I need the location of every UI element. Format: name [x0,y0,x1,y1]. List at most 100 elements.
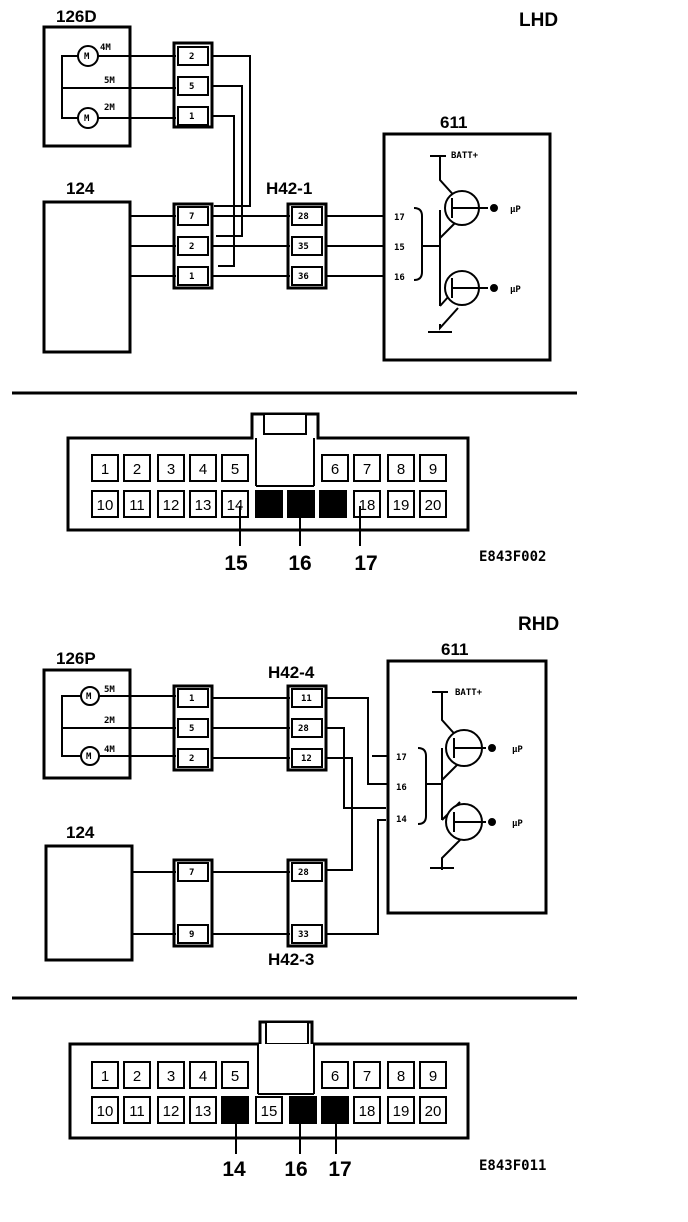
rhd-cell-2: 2 [123,1061,151,1089]
svg-text:13: 13 [195,497,212,514]
svg-text:7: 7 [363,1068,371,1085]
svg-text:33: 33 [298,930,309,940]
lhd-unit-611 [382,132,552,362]
rhd-cell-20: 20 [419,1096,447,1124]
svg-text:12: 12 [163,1103,180,1120]
svg-text:11: 11 [301,694,312,704]
svg-text:18: 18 [359,1103,376,1120]
svg-text:2: 2 [189,754,194,764]
lhd-cell-13: 13 [189,490,217,518]
rhd-cell-8: 8 [387,1061,415,1089]
rhd-transistor-1: µP [445,729,523,767]
svg-text:6: 6 [331,1068,339,1085]
rhd-cell-filled-4 [221,1096,249,1124]
svg-text:16: 16 [394,273,405,283]
svg-text:18: 18 [359,497,376,514]
svg-text:5: 5 [231,1068,239,1085]
lhd-transistor-1: µP [444,190,521,226]
rhd-cell-5: 5 [221,1061,249,1089]
svg-text:28: 28 [298,868,309,878]
svg-text:2: 2 [189,52,194,62]
svg-text:15: 15 [261,1103,278,1120]
lhd-cell-11: 11 [123,490,151,518]
lhd-cell-20: 20 [419,490,447,518]
svg-text:2: 2 [133,461,141,478]
svg-text:8: 8 [397,1068,405,1085]
svg-text:28: 28 [298,724,309,734]
rhd-transistor-2: µP [445,803,523,841]
lhd-cell-19: 19 [387,490,415,518]
lhd-ecu-124 [42,200,132,354]
lhd-h42-1-label: H42-1 [266,179,312,198]
rhd-cell-11: 11 [123,1096,151,1124]
rhd-cell-18: 18 [353,1096,381,1124]
rhd-module-wiring [61,695,176,757]
svg-text:13: 13 [195,1103,212,1120]
rhd-callouts: 14 16 17 [222,1122,352,1181]
rhd-h42-3 [286,858,328,948]
svg-text:3: 3 [167,1068,175,1085]
rhd-cell-19: 19 [387,1096,415,1124]
rhd-batt-label: BATT+ [455,688,483,698]
lhd-cell-18: 18 [353,490,381,518]
svg-text:17: 17 [396,753,407,763]
svg-text:5M: 5M [104,685,115,695]
svg-text:M: M [84,114,90,124]
lhd-cell-4: 4 [189,454,217,482]
svg-text:1: 1 [101,1068,109,1085]
rhd-figure-code: E843F011 [479,1158,546,1174]
svg-text:20: 20 [425,1103,442,1120]
rhd-cell-1: 1 [91,1061,119,1089]
lhd-unit-pins: 17 15 16 [394,213,405,283]
lhd-cell-5: 5 [221,454,249,482]
svg-text:4M: 4M [100,43,111,53]
svg-text:9: 9 [189,930,194,940]
lhd-callout-17: 17 [354,552,377,575]
rhd-unit-bus [417,747,443,825]
rhd-cell-6: 6 [321,1061,349,1089]
svg-text:7: 7 [189,868,194,878]
svg-text:16: 16 [396,783,407,793]
svg-text:2: 2 [133,1068,141,1085]
svg-text:1: 1 [189,272,194,282]
lhd-callouts: 15 16 17 [224,506,378,575]
rhd-motor-2m-label: 2M [104,716,115,726]
rhd-section: RHD 126P M 5M 2M M 4M 1 5 2 H42-4 [42,614,559,969]
lhd-callout-16: 16 [288,552,311,575]
lhd-unit-611-label: 611 [440,113,467,132]
rhd-callout-17: 17 [328,1158,351,1181]
rhd-ecu-124-label: 124 [66,823,95,842]
svg-text:µP: µP [510,285,521,295]
lhd-cell-1: 1 [91,454,119,482]
lhd-cell-14: 14 [221,490,249,518]
svg-text:15: 15 [394,243,405,253]
rhd-unit-pins: 17 16 14 [396,753,407,825]
lhd-module-126d-label: 126D [56,7,97,26]
svg-text:9: 9 [429,1068,437,1085]
lhd-crossover-wires [212,55,251,267]
rhd-cell-13: 13 [189,1096,217,1124]
svg-text:µP: µP [512,745,523,755]
rhd-callout-14: 14 [222,1158,246,1181]
rhd-crossover-wires [326,697,388,935]
lhd-h42-1-pins: 28 35 36 [291,206,323,286]
rhd-ecu-wires [132,871,176,935]
lhd-motor-5m-label: 5M [104,76,115,86]
svg-text:12: 12 [163,497,180,514]
lhd-batt-label: BATT+ [451,151,479,161]
svg-text:µP: µP [510,205,521,215]
svg-text:7: 7 [363,461,371,478]
svg-text:3: 3 [167,461,175,478]
rhd-cell-3: 3 [157,1061,185,1089]
rhd-cell-10: 10 [91,1096,119,1124]
rhd-h42-4-label: H42-4 [268,663,315,682]
svg-text:2M: 2M [104,103,115,113]
svg-text:M: M [86,752,92,762]
svg-text:M: M [86,692,92,702]
rhd-connector-a-pins: 1 5 2 [177,688,209,768]
rhd-connector-b [172,858,214,948]
rhd-b-to-h42-wires [212,871,290,935]
